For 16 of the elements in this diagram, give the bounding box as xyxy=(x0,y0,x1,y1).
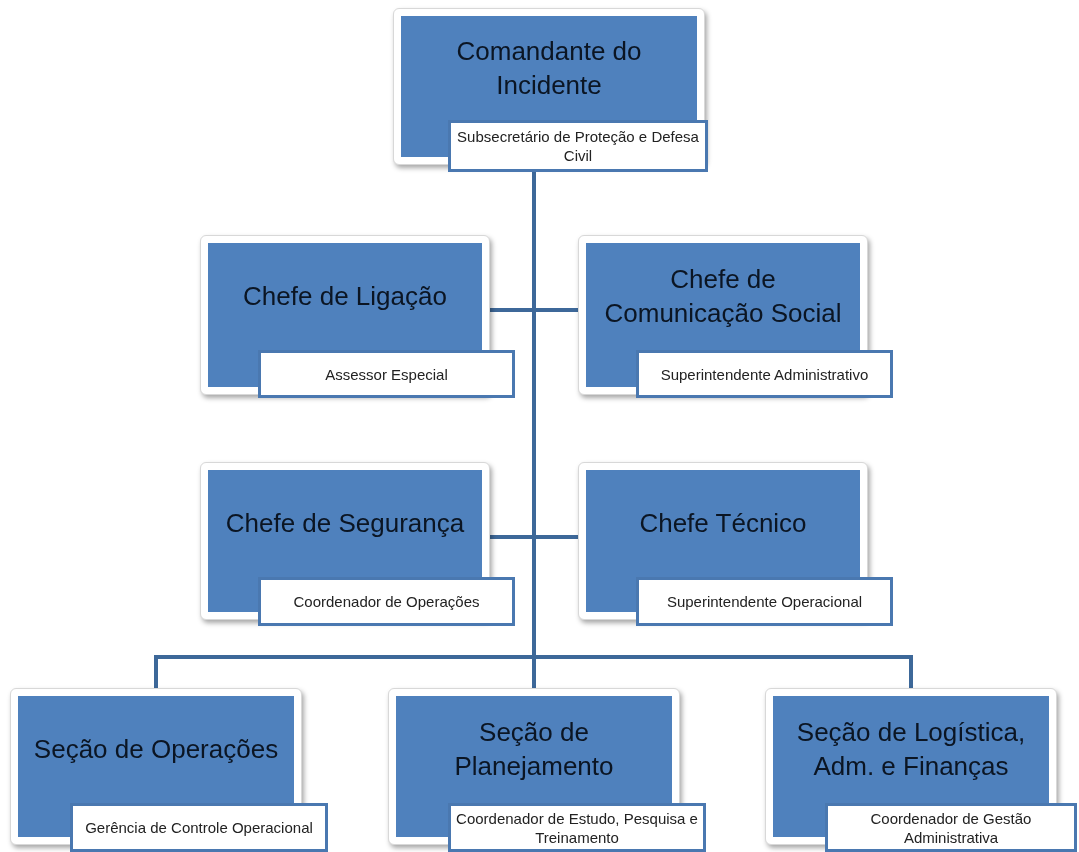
unit-title: Seção de Operações xyxy=(33,733,279,766)
role-label: Superintendente Operacional xyxy=(636,577,893,626)
unit-title: Comandante do Incidente xyxy=(455,34,643,102)
unit-title: Seção de Logística, Adm. e Finanças xyxy=(795,716,1027,783)
unit-title: Chefe de Segurança xyxy=(225,507,465,540)
role-label: Assessor Especial xyxy=(258,350,515,398)
unit-title: Chefe Técnico xyxy=(639,507,807,540)
role-label: Gerência de Controle Operacional xyxy=(70,803,328,852)
role-label: Coordenador de Estudo, Pesquisa e Treinamento xyxy=(448,803,706,852)
unit-title: Chefe de Ligação xyxy=(243,280,447,313)
role-label: Coordenador de Gestão Administrativa xyxy=(825,803,1077,852)
role-label: Coordenador de Operações xyxy=(258,577,515,626)
role-label: Superintendente Administrativo xyxy=(636,350,893,398)
unit-title: Chefe de Comunicação Social xyxy=(603,263,843,330)
role-label: Subsecretário de Proteção e Defesa Civil xyxy=(448,120,708,172)
unit-title: Seção de Planejamento xyxy=(453,716,615,783)
